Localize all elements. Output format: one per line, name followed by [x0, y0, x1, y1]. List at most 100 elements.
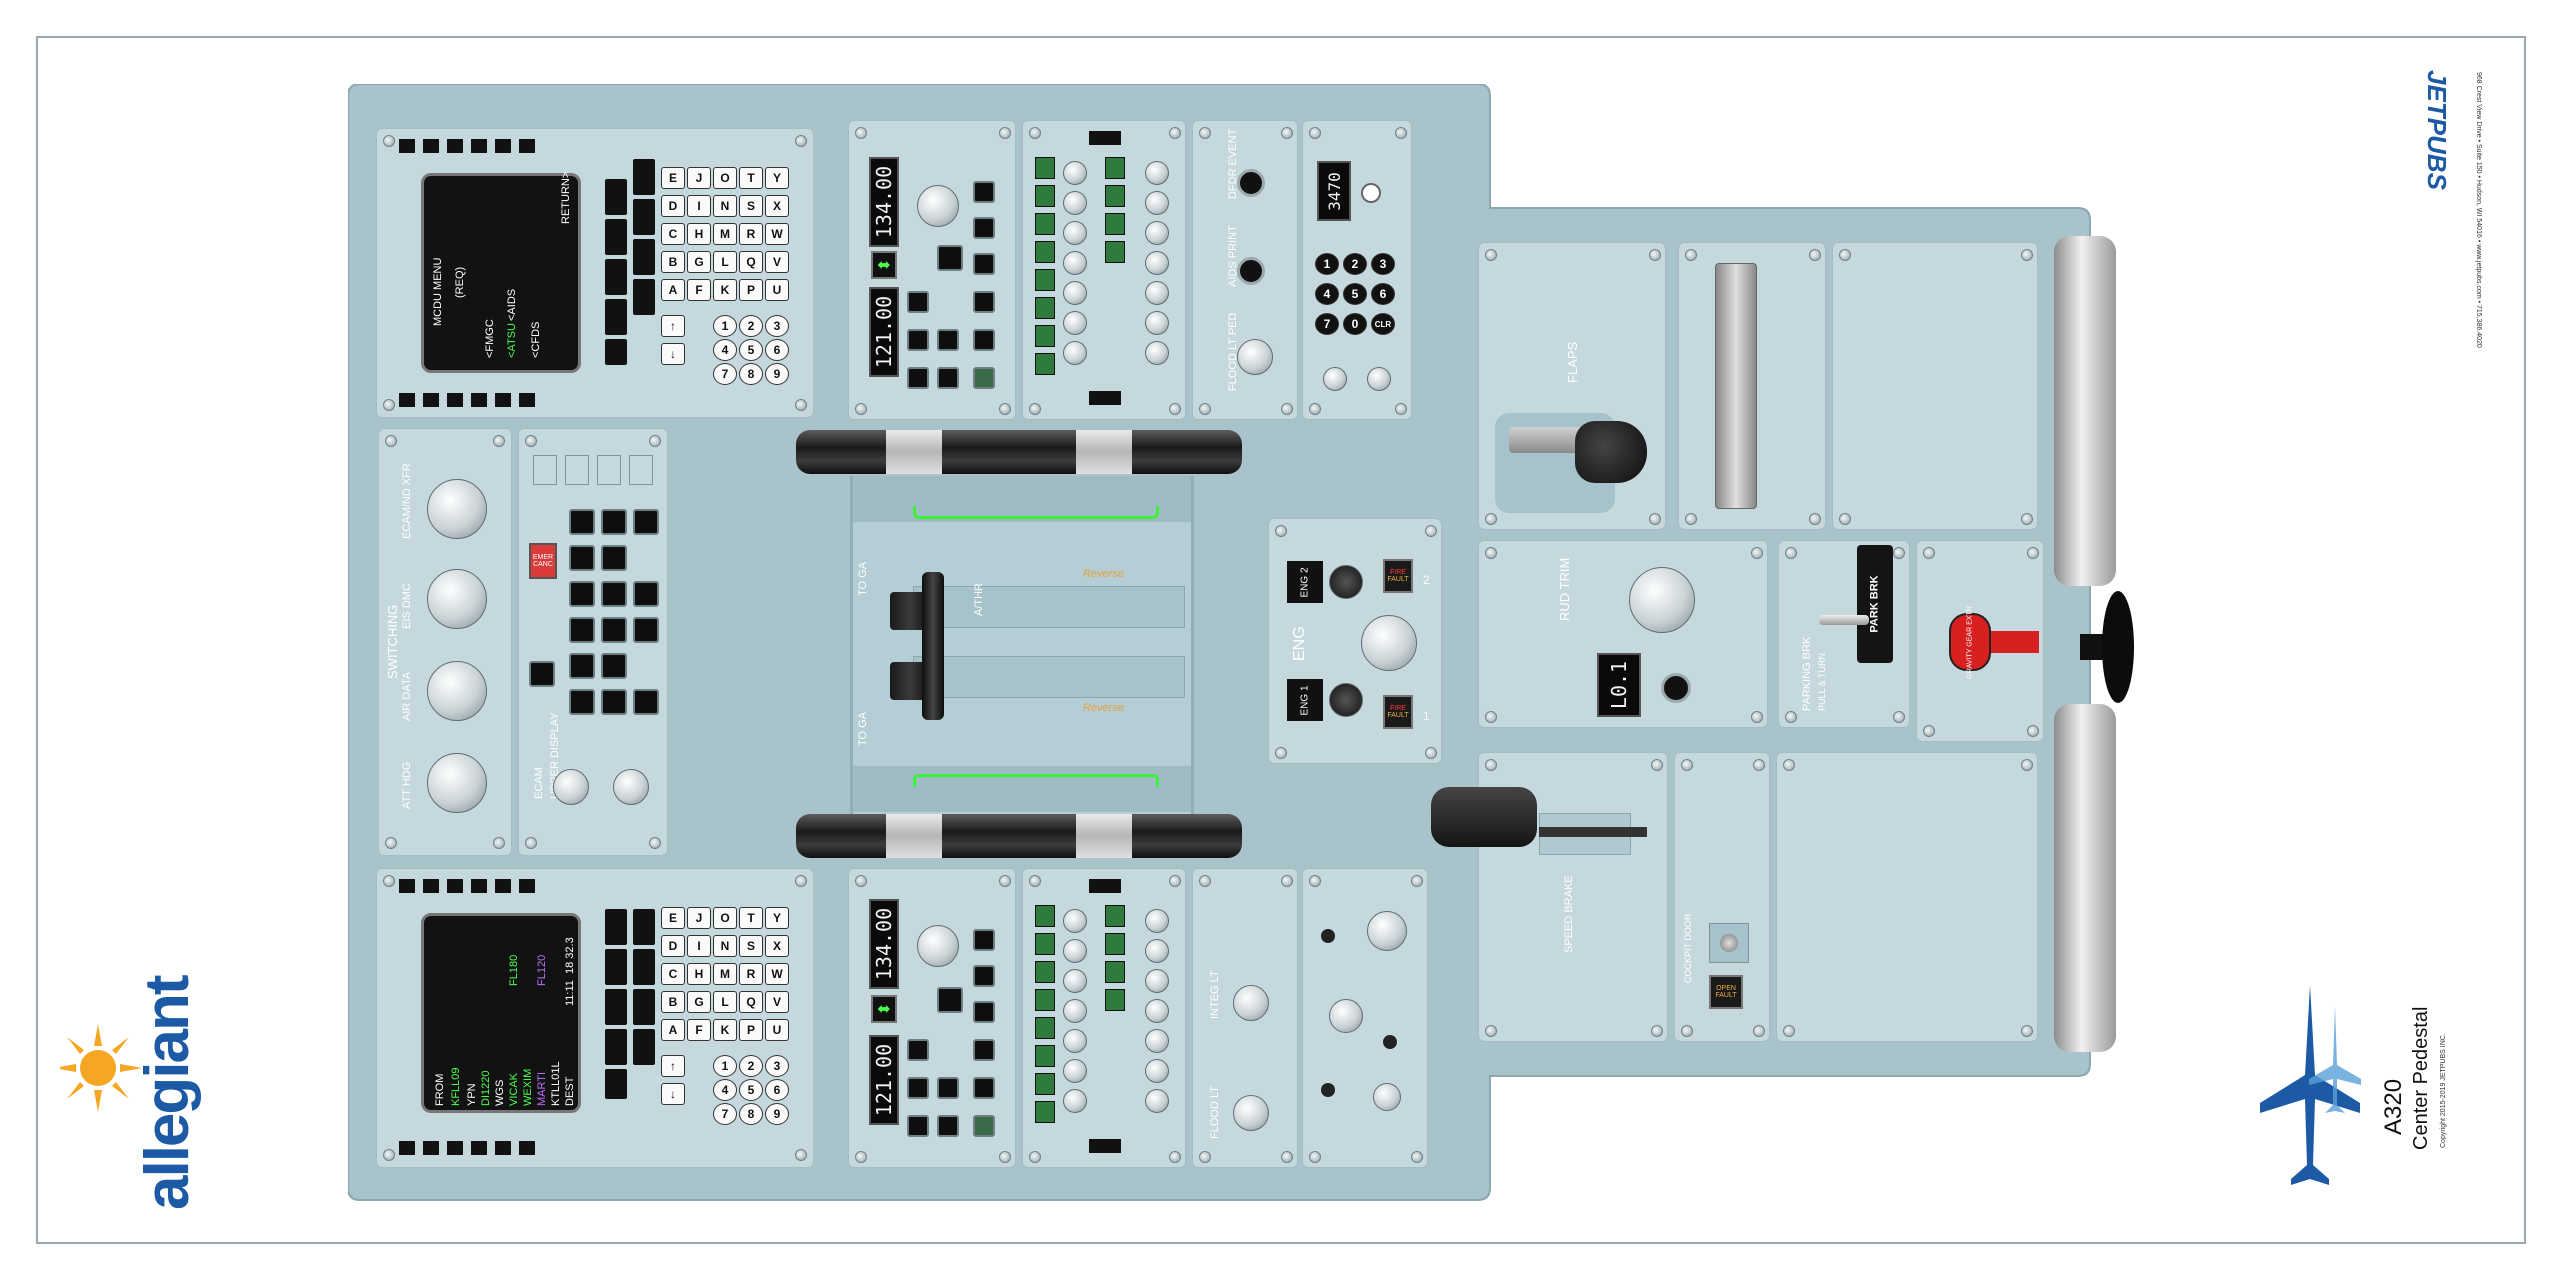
mcdu-lower-function-keys[interactable] — [605, 909, 665, 1119]
to-config-button[interactable] — [529, 661, 555, 687]
emer-canc-button[interactable]: EMER CANC — [529, 543, 557, 579]
rmp-lower-vor[interactable] — [973, 1077, 995, 1099]
lower-display-knob[interactable] — [613, 769, 649, 805]
acp-lower-transmission-keys[interactable] — [1035, 905, 1055, 1145]
ecam-key-clr[interactable] — [633, 509, 659, 535]
eng2-master-switch[interactable] — [1329, 565, 1363, 599]
rmp-am-button[interactable] — [937, 245, 963, 271]
rmp-vor-button[interactable] — [973, 329, 995, 351]
flood-lt-ped-knob[interactable] — [1237, 339, 1273, 375]
wx-gain-knob[interactable] — [1373, 1083, 1401, 1111]
rmp-lower-freq-knob[interactable] — [917, 925, 959, 967]
acp-lower-call-keys[interactable] — [1105, 905, 1125, 1105]
ecam-key-cond[interactable] — [601, 653, 627, 679]
rmp-hf2-button[interactable] — [937, 329, 959, 351]
gravity-gear-lever[interactable] — [1991, 631, 2039, 653]
ecam-key-all[interactable] — [601, 509, 627, 535]
cockpit-door-switch[interactable] — [1709, 923, 1749, 963]
rmp-lower-nav[interactable] — [973, 1115, 995, 1137]
rmp-vhf2-button[interactable] — [907, 329, 929, 351]
rmp-lower-gls[interactable] — [973, 1001, 995, 1023]
rmp-gls-button[interactable] — [973, 253, 995, 275]
rmp-lower-am-button[interactable] — [937, 987, 963, 1013]
wx-tilt-knob[interactable] — [1367, 911, 1407, 951]
wx-sys-switch[interactable] — [1321, 929, 1335, 943]
parking-brake-handle[interactable]: PARK BRK — [1857, 545, 1893, 663]
gravity-gear-handle[interactable]: GRAVITY GEAR EXTN — [1949, 606, 1991, 678]
rmp-lower-vhf1[interactable] — [907, 1115, 929, 1137]
rmp-adf-button[interactable] — [973, 181, 995, 203]
lsk-column-top[interactable] — [399, 139, 549, 153]
ecam-key-press[interactable] — [569, 617, 595, 643]
mcdu-return[interactable]: RETURN> — [560, 171, 572, 224]
rmp-vhf3-button[interactable] — [907, 291, 929, 313]
wx-pws-switch[interactable] — [1383, 1035, 1397, 1049]
acp-transmission-keys[interactable] — [1035, 157, 1055, 397]
acp-lower-volume-knobs-2[interactable] — [1145, 909, 1171, 1149]
acp-volume-knobs-2[interactable] — [1145, 161, 1171, 401]
rmp-lower-adf[interactable] — [973, 929, 995, 951]
eng1-master-switch[interactable] — [1329, 683, 1363, 717]
ecam-key-fctl[interactable] — [601, 545, 627, 571]
mcdu-item-atsu[interactable]: <ATSU — [506, 323, 518, 358]
ecam-key-elec[interactable] — [569, 581, 595, 607]
ecam-key-fuel[interactable] — [569, 509, 595, 535]
ecam-key-apu[interactable] — [601, 689, 627, 715]
integ-lt-knob[interactable] — [1233, 985, 1269, 1021]
mcdu-item-cfds[interactable]: <CFDS — [530, 321, 542, 358]
ecam-key-bleed[interactable] — [569, 653, 595, 679]
rmp-lower-hf2[interactable] — [937, 1077, 959, 1099]
rmp-lower-hf1[interactable] — [937, 1115, 959, 1137]
rud-trim-knob[interactable] — [1629, 567, 1695, 633]
atc-ident-button[interactable] — [1361, 183, 1381, 203]
ecam-nd-xfr-knob[interactable] — [427, 479, 487, 539]
rmp-lower-vhf2[interactable] — [907, 1077, 929, 1099]
rmp-vhf1-button[interactable] — [907, 367, 929, 389]
flood-lt-knob[interactable] — [1233, 1095, 1269, 1131]
atc-keypad[interactable]: 1 2 3 4 5 6 7 0 CLR — [1315, 253, 1405, 373]
upper-trim-wheel[interactable] — [796, 430, 1242, 474]
eng-mode-selector[interactable] — [1361, 615, 1417, 671]
ecam-key-hyd[interactable] — [569, 545, 595, 571]
rmp-mls-button[interactable] — [973, 217, 995, 239]
aids-print-button[interactable] — [1237, 257, 1265, 285]
att-hdg-knob[interactable] — [427, 753, 487, 813]
acp-call-keys[interactable] — [1105, 157, 1125, 357]
mcdu-item-fmgc[interactable]: <FMGC — [484, 319, 496, 358]
acp-lower-volume-knobs-1[interactable] — [1063, 909, 1089, 1149]
rmp-lower-mls[interactable] — [973, 965, 995, 987]
lsk-column-top-lower[interactable] — [399, 879, 549, 893]
lower-trim-wheel[interactable] — [796, 814, 1242, 858]
wx-mode-knob[interactable] — [1329, 999, 1363, 1033]
rmp-lower-ils[interactable] — [973, 1039, 995, 1061]
lsk-column-bottom[interactable] — [399, 393, 549, 407]
rmp-ils-button[interactable] — [973, 291, 995, 313]
speed-brake-lever[interactable] — [1431, 787, 1537, 847]
rmp-nav-button[interactable] — [973, 367, 995, 389]
dfdr-event-button[interactable] — [1237, 169, 1265, 197]
flaps-lever-handle[interactable] — [1575, 421, 1647, 483]
atc-alt-rptg-knob[interactable] — [1367, 367, 1391, 391]
ecam-key-wheel[interactable] — [601, 581, 627, 607]
ecam-key-eng[interactable] — [569, 689, 595, 715]
ecam-key-rcl[interactable] — [633, 581, 659, 607]
mcdu-item-aids[interactable]: <AIDS — [506, 288, 518, 321]
air-data-knob[interactable] — [427, 661, 487, 721]
transfer-button[interactable]: ⬌ — [871, 251, 897, 279]
atc-mode-knob[interactable] — [1323, 367, 1347, 391]
upper-display-knob[interactable] — [553, 769, 589, 805]
parking-brake-lever[interactable] — [1819, 615, 1869, 625]
ecam-key-clr-2[interactable] — [633, 689, 659, 715]
mcdu-function-keys-2[interactable] — [633, 159, 663, 369]
rmp-lower-vhf3[interactable] — [907, 1039, 929, 1061]
transfer-button-lower[interactable]: ⬌ — [871, 995, 897, 1023]
ecam-key-sts[interactable] — [633, 617, 659, 643]
lsk-column-bottom-lower[interactable] — [399, 1141, 549, 1155]
ecam-key-door[interactable] — [601, 617, 627, 643]
rud-trim-reset-button[interactable] — [1661, 673, 1691, 703]
mcdu-function-keys[interactable] — [605, 179, 645, 369]
acp-volume-knobs-1[interactable] — [1063, 161, 1089, 401]
wx-gcs-switch[interactable] — [1321, 1083, 1335, 1097]
